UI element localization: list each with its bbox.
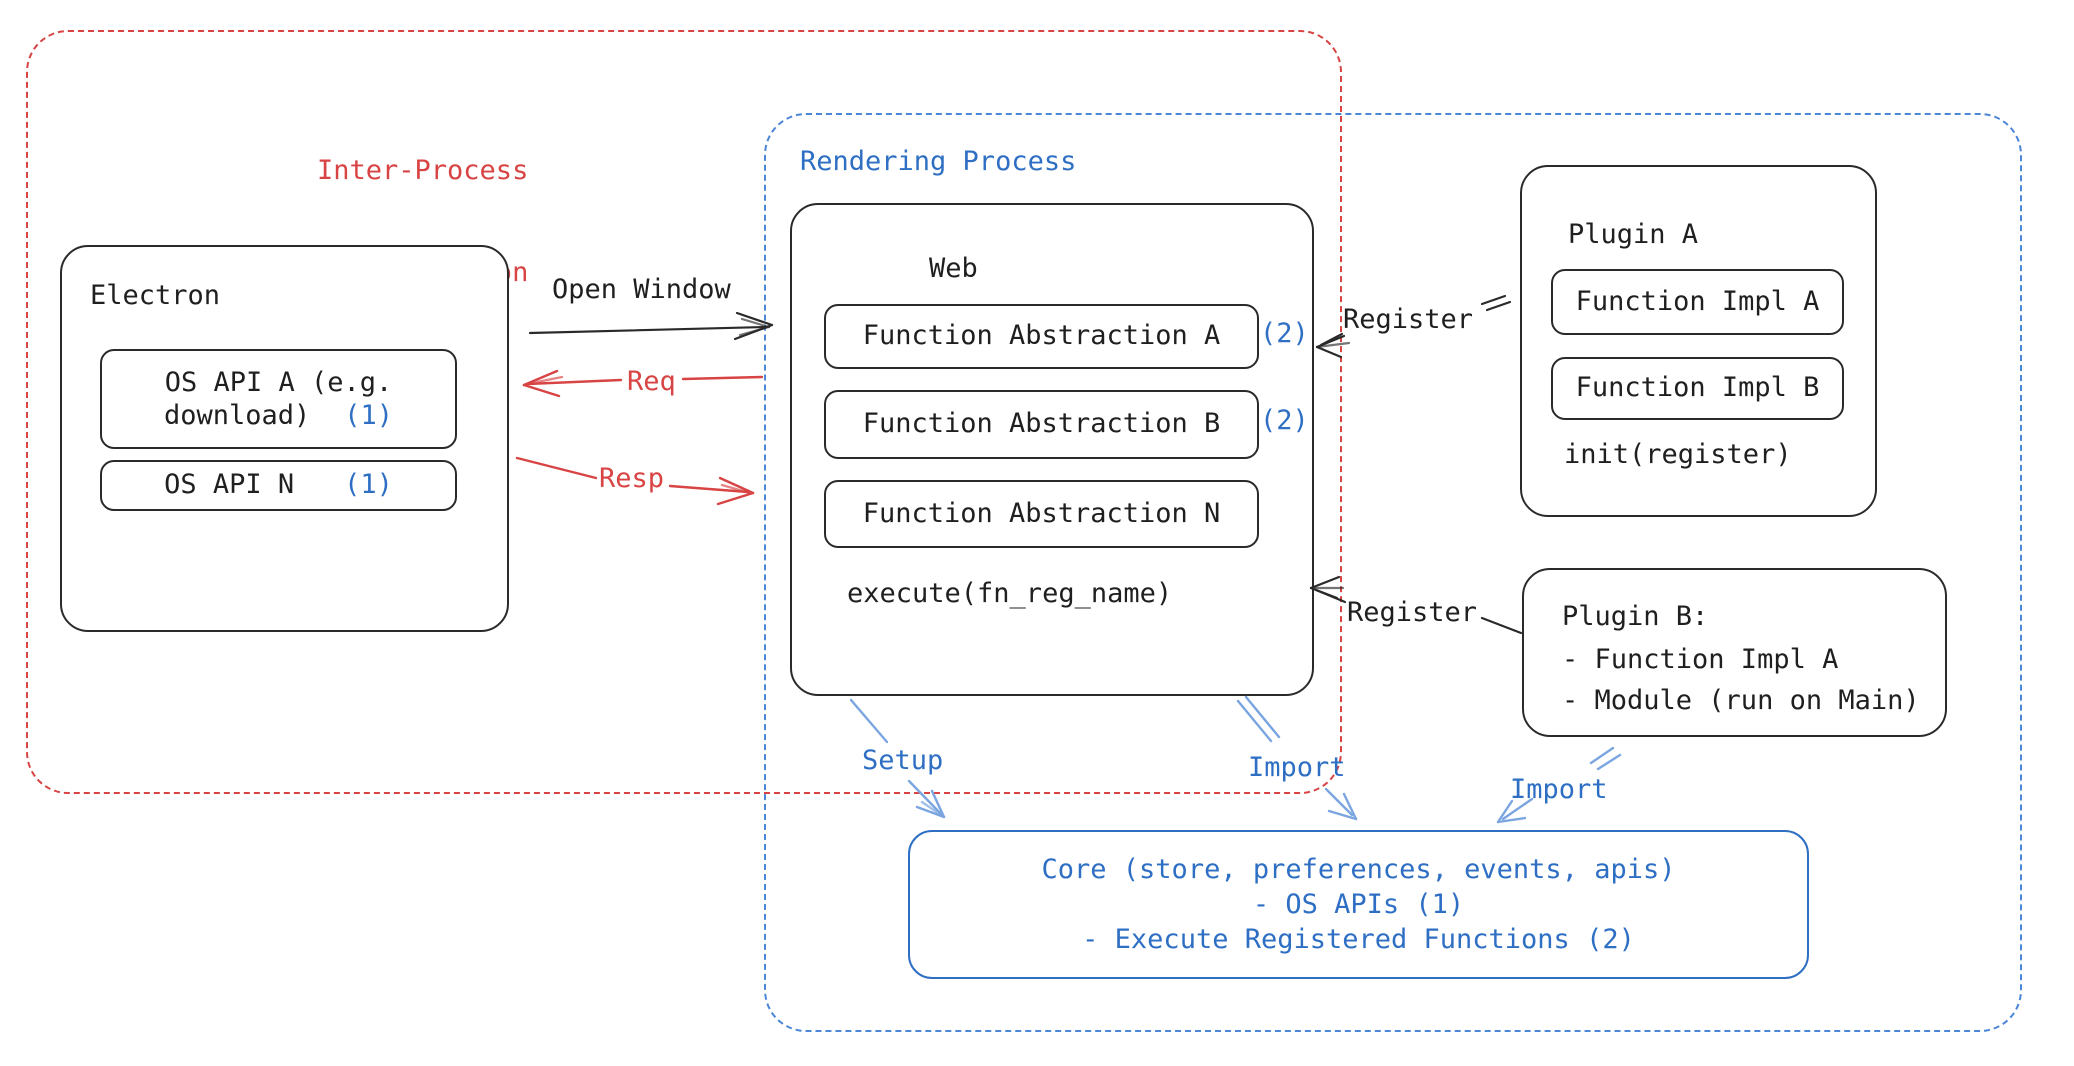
core-box: Core (store, preferences, events, apis) …	[908, 830, 1809, 979]
init-register-label: init(register)	[1564, 439, 1792, 470]
plugin-b-item-2: - Module (run on Main)	[1562, 685, 1920, 716]
os-api-a-line2: download)	[163, 400, 311, 431]
web-box: Web Function Abstraction A (2) Function …	[790, 203, 1314, 696]
function-abstraction-b-box: Function Abstraction B	[824, 390, 1259, 459]
os-api-a-badge: (1)	[344, 400, 394, 431]
plugin-a-box: Plugin A Function Impl A Function Impl B…	[1520, 165, 1877, 517]
electron-box: Electron OS API A (e.g. download) (1) OS…	[60, 245, 509, 632]
register-top-label: Register	[1343, 304, 1474, 335]
os-api-n-box: OS API N (1)	[100, 460, 457, 511]
open-window-label: Open Window	[552, 274, 731, 305]
os-api-a-box: OS API A (e.g. download) (1)	[100, 349, 457, 449]
web-title: Web	[929, 253, 978, 284]
core-line-2: - OS APIs (1)	[1252, 889, 1465, 920]
resp-label: Resp	[599, 463, 665, 494]
function-abstraction-n-box: Function Abstraction N	[824, 480, 1259, 548]
import-mid-label: Import	[1248, 752, 1346, 783]
os-api-n-badge: (1)	[344, 469, 393, 501]
core-line-1: Core (store, preferences, events, apis)	[1041, 854, 1676, 885]
function-impl-b-label: Function Impl B	[1575, 372, 1820, 404]
rendering-process-region-outline	[764, 113, 2022, 1032]
ipc-region-outline	[26, 30, 1342, 794]
ipc-region-label-line1: Inter-Process	[317, 155, 529, 186]
plugin-a-title: Plugin A	[1568, 219, 1699, 250]
function-abstraction-a-label: Function Abstraction A	[862, 320, 1221, 352]
function-abstraction-b-badge: (2)	[1260, 405, 1309, 436]
core-line-3: - Execute Registered Functions (2)	[1082, 924, 1635, 955]
electron-title: Electron	[90, 280, 221, 311]
function-abstraction-a-badge: (2)	[1260, 318, 1309, 349]
register-bottom-label: Register	[1347, 597, 1478, 628]
req-label: Req	[627, 366, 676, 397]
function-abstraction-n-label: Function Abstraction N	[862, 497, 1221, 529]
os-api-n-label: OS API N	[164, 469, 295, 501]
plugin-b-title: Plugin B:	[1562, 601, 1709, 632]
function-impl-b-box: Function Impl B	[1551, 357, 1844, 420]
rendering-process-label: Rendering Process	[800, 146, 1077, 177]
function-abstraction-a-box: Function Abstraction A	[824, 304, 1259, 369]
execute-label: execute(fn_reg_name)	[847, 578, 1173, 609]
plugin-b-box: Plugin B: - Function Impl A - Module (ru…	[1522, 568, 1947, 737]
function-impl-a-label: Function Impl A	[1575, 285, 1820, 317]
import-right-label: Import	[1510, 774, 1608, 805]
plugin-b-item-1: - Function Impl A	[1562, 644, 1839, 675]
function-abstraction-b-label: Function Abstraction B	[862, 408, 1221, 440]
setup-label: Setup	[862, 745, 944, 776]
os-api-a-line1: OS API A (e.g.	[164, 367, 393, 398]
function-impl-a-box: Function Impl A	[1551, 269, 1844, 335]
